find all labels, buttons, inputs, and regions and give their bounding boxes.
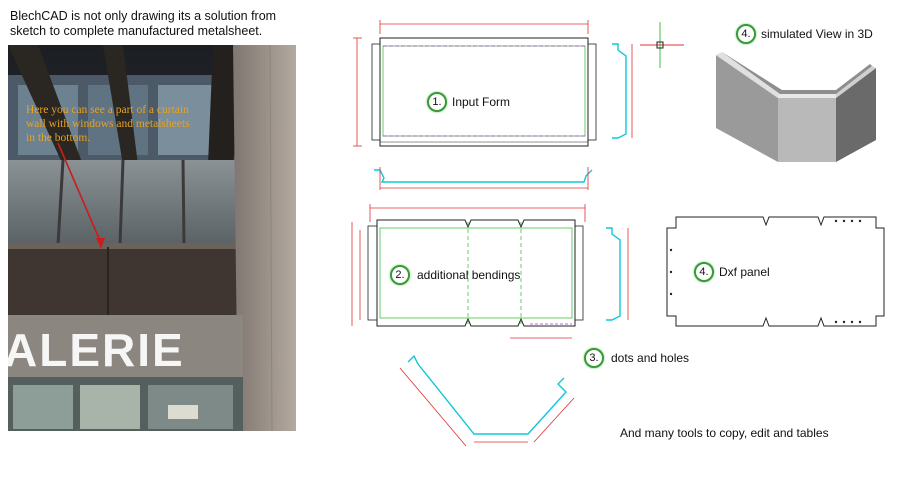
step-2-label: additional bendings [417, 268, 521, 282]
step-dxf-panel: 4. Dxf panel [694, 262, 770, 282]
intro-line-2: sketch to complete manufactured metalshe… [10, 24, 263, 38]
step-5-label: Dxf panel [719, 265, 770, 279]
step-1-badge: 1. [427, 92, 447, 112]
step-2-badge: 2. [390, 265, 410, 285]
step-input-form: 1. Input Form [427, 92, 510, 112]
dxf-panel [666, 216, 885, 327]
step-5-badge: 4. [694, 262, 714, 282]
step-bendings: 2. additional bendings [390, 265, 520, 285]
curtain-wall-photo: ALERIE Here you can see a part of a curt… [8, 45, 296, 431]
3d-view [716, 52, 876, 162]
step-1-label: Input Form [452, 95, 511, 109]
step-3d-view: 4. simulated View in 3D [736, 24, 873, 44]
step-4-label: simulated View in 3D [761, 27, 873, 41]
step-4-badge: 4. [736, 24, 756, 44]
step-3-label: dots and holes [611, 351, 690, 365]
step-dots-holes: 3. dots and holes [584, 348, 689, 368]
step-3-badge: 3. [584, 348, 604, 368]
photo-arrow [57, 142, 102, 244]
input-form-drawing [353, 20, 684, 190]
intro-text: BlechCAD is not only drawing its a solut… [10, 9, 276, 39]
photo-note: Here you can see a part of a curtain wal… [26, 104, 190, 144]
footer-text: And many tools to copy, edit and tables [620, 426, 829, 440]
photo-illustration: ALERIE [8, 45, 296, 431]
shop-sign-text: ALERIE [8, 324, 185, 376]
intro-line-1: BlechCAD is not only drawing its a solut… [10, 9, 277, 23]
profile-section-drawing [399, 354, 575, 447]
bendings-drawing [351, 204, 629, 339]
